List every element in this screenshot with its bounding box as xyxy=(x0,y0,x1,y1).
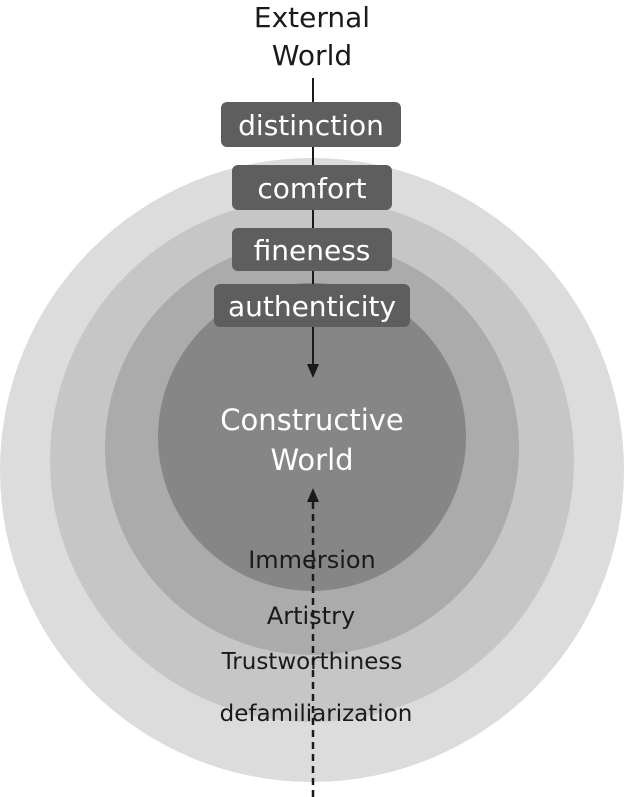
factor-label-immersion: Immersion xyxy=(248,546,376,574)
factor-label-trustworthiness: Trustworthiness xyxy=(221,649,403,675)
constructive-world-label-line2: World xyxy=(270,443,353,477)
factor-label-fineness: fineness xyxy=(254,234,371,267)
external-world-label-line2: World xyxy=(272,39,352,72)
factor-label-defamiliarization: defamiliarization xyxy=(220,701,413,727)
factor-box-authenticity xyxy=(214,284,410,327)
core-circle xyxy=(158,283,466,591)
factor-box-fineness xyxy=(232,228,392,271)
factor-label-comfort: comfort xyxy=(257,172,366,205)
external-world-label-line1: External xyxy=(254,1,370,34)
factor-label-artistry: Artistry xyxy=(267,602,355,630)
internal-arrow-head xyxy=(307,488,319,502)
factor-box-distinction xyxy=(221,102,401,147)
external-arrow-head xyxy=(307,364,319,378)
constructive-world-label-line1: Constructive xyxy=(220,403,404,437)
factor-label-distinction: distinction xyxy=(238,109,384,142)
factor-label-authenticity: authenticity xyxy=(228,290,396,323)
factor-box-comfort xyxy=(232,165,392,210)
